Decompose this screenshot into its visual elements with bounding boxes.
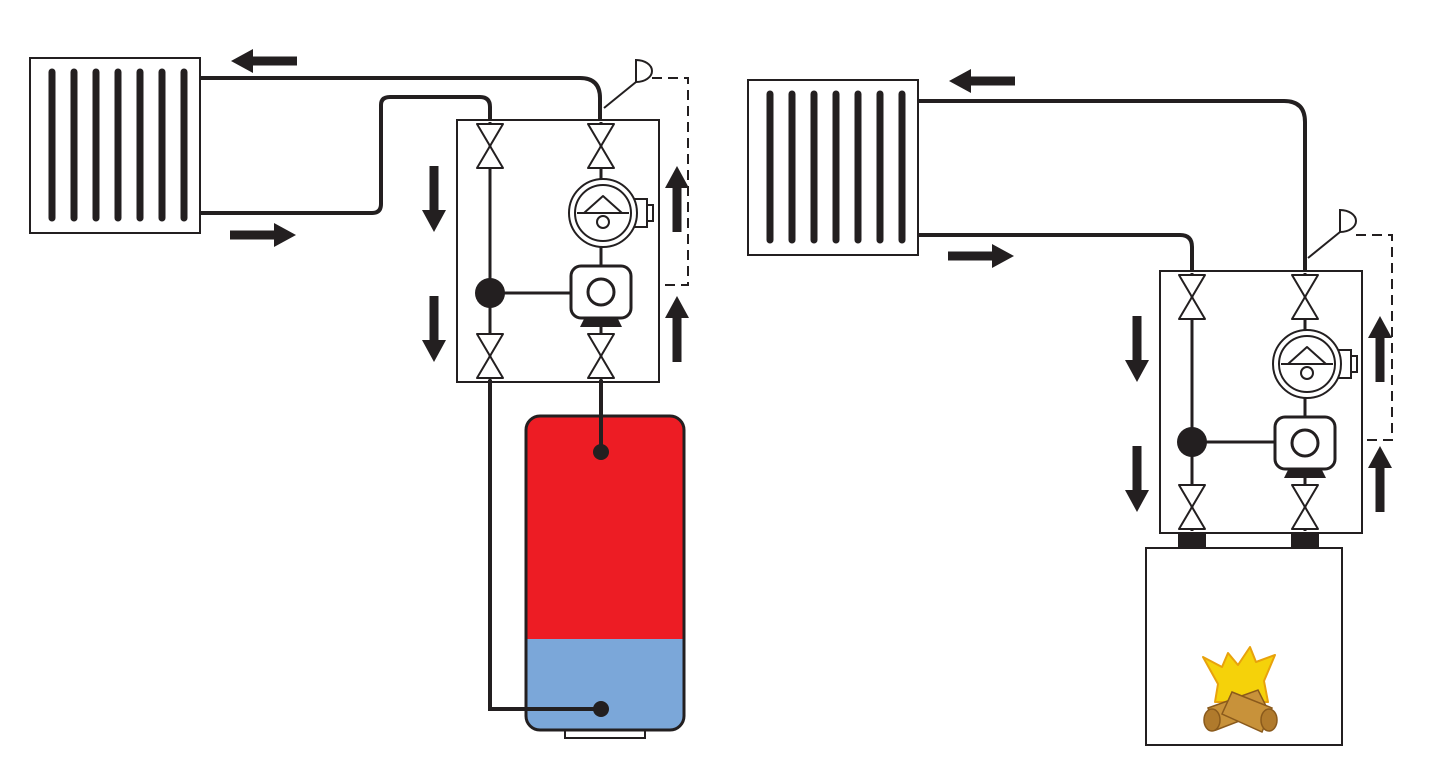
radiator-icon (748, 80, 918, 255)
flow-arrow-icon (1368, 316, 1392, 382)
buffer-tank (488, 380, 686, 739)
wood-boiler (1145, 532, 1343, 746)
mixing-valve-icon (1273, 415, 1337, 471)
fire-icon (1202, 646, 1278, 734)
flow-arrow-icon (230, 223, 296, 247)
flow-arrow-icon (949, 69, 1015, 93)
expansion-vessel-icon (603, 59, 689, 286)
flow-arrow-icon (231, 49, 297, 73)
mixing-valve-icon (569, 264, 633, 320)
flow-arrow-icon (948, 244, 1014, 268)
expansion-vessel-icon (1307, 209, 1393, 441)
junction-dot (475, 278, 505, 308)
flow-arrow-icon (1125, 446, 1149, 512)
right-supply-pipe (918, 99, 1307, 272)
flow-arrow-icon (665, 296, 689, 362)
tank-cold-zone (526, 639, 684, 730)
left-supply-pipe (200, 76, 602, 122)
flow-arrow-icon (665, 166, 689, 232)
junction-dot (1177, 427, 1207, 457)
flow-arrow-icon (422, 296, 446, 362)
flow-arrow-icon (1125, 316, 1149, 382)
radiator-icon (30, 58, 200, 233)
flow-arrow-icon (422, 166, 446, 232)
flow-arrow-icon (1368, 446, 1392, 512)
left-heating-system (30, 49, 689, 739)
right-heating-system (748, 69, 1393, 746)
left-return-pipe (200, 95, 492, 215)
right-return-pipe (918, 233, 1194, 272)
